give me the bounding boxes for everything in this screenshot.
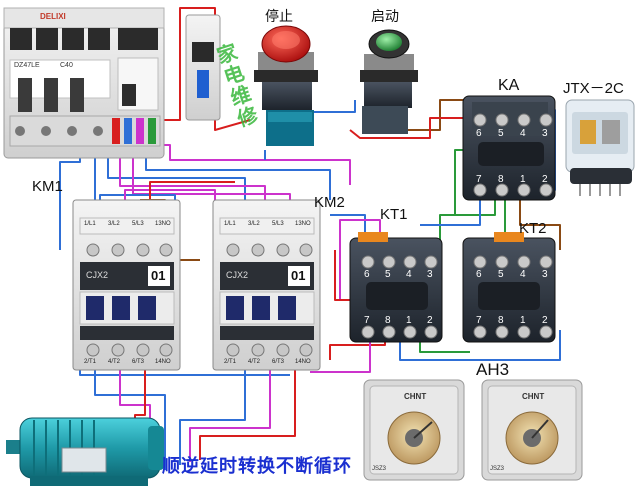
start-button bbox=[360, 29, 418, 134]
jtx-label: JTX－2C bbox=[563, 80, 624, 97]
km2-bottom-terminal: 4/T2 bbox=[248, 359, 261, 365]
ka-pin: 7 bbox=[476, 174, 482, 185]
timer-left bbox=[363, 379, 465, 481]
km2-top-terminal: 5/L3 bbox=[272, 221, 284, 227]
km2-label: KM2 bbox=[314, 194, 345, 211]
km1-badge: 01 bbox=[151, 268, 166, 283]
kt2-pin: 2 bbox=[542, 315, 548, 326]
ka-label: KA bbox=[498, 77, 520, 94]
kt1-pin: 6 bbox=[364, 269, 370, 280]
breaker-model: DZ47LE bbox=[14, 62, 40, 69]
km1-bottom-terminal: 4/T2 bbox=[108, 359, 121, 365]
ka-pin: 1 bbox=[520, 174, 526, 185]
kt2-relay-base bbox=[462, 232, 556, 343]
km1-bottom-terminal: 14NO bbox=[155, 359, 171, 365]
timer-left-brand: CHNT bbox=[404, 392, 427, 401]
km1-top-terminal: 3/L2 bbox=[108, 221, 120, 227]
stop-label: 停止 bbox=[265, 9, 293, 25]
timer-right-brand: CHNT bbox=[522, 392, 545, 401]
circuit-breaker bbox=[3, 7, 165, 159]
ka-pin: 6 bbox=[476, 128, 482, 139]
ka-relay-base bbox=[462, 95, 556, 201]
kt1-pin: 1 bbox=[406, 315, 412, 326]
km1-top-terminal: 1/L1 bbox=[84, 221, 96, 227]
km2-top-terminal: 3/L2 bbox=[248, 221, 260, 227]
kt1-pin: 2 bbox=[427, 315, 433, 326]
ka-pin: 2 bbox=[542, 174, 548, 185]
breaker-rating: C40 bbox=[60, 62, 73, 69]
motor bbox=[6, 417, 164, 486]
ka-pin: 3 bbox=[542, 128, 548, 139]
kt2-pin: 5 bbox=[498, 269, 504, 280]
kt2-pin: 7 bbox=[476, 315, 482, 326]
km2-top-terminal: 1/L1 bbox=[224, 221, 236, 227]
kt2-pin: 3 bbox=[542, 269, 548, 280]
kt1-pin: 5 bbox=[385, 269, 391, 280]
km1-label: KM1 bbox=[32, 178, 63, 195]
km2-bottom-terminal: 6/T3 bbox=[272, 359, 285, 365]
km2-badge: 01 bbox=[291, 268, 306, 283]
km1-bottom-terminal: 6/T3 bbox=[132, 359, 145, 365]
km1-bottom-terminal: 2/T1 bbox=[84, 359, 97, 365]
km2-bottom-terminal: 14NO bbox=[295, 359, 311, 365]
breaker-brand: DELIXI bbox=[40, 12, 66, 21]
ka-pin: 8 bbox=[498, 174, 504, 185]
timer-left-model: JSZ3 bbox=[372, 466, 387, 472]
kt1-relay-base bbox=[349, 232, 443, 343]
km2-top-terminal: 13NO bbox=[295, 221, 311, 227]
kt1-pin: 4 bbox=[406, 269, 412, 280]
timer-right-model: JSZ3 bbox=[490, 466, 505, 472]
jtx-relay bbox=[565, 99, 635, 196]
stop-button bbox=[254, 25, 318, 146]
contactor-km1 bbox=[72, 199, 181, 371]
kt2-label: KT2 bbox=[519, 220, 547, 237]
kt2-pin: 1 bbox=[520, 315, 526, 326]
start-label: 启动 bbox=[371, 9, 399, 25]
km1-top-terminal: 13NO bbox=[155, 221, 171, 227]
fuse-module bbox=[185, 14, 221, 121]
contactor-km2 bbox=[212, 199, 321, 371]
timer-right bbox=[481, 379, 583, 481]
kt2-pin: 8 bbox=[498, 315, 504, 326]
km2-model: CJX2 bbox=[226, 270, 249, 280]
caption: 顺逆延时转换不断循环 bbox=[162, 456, 352, 477]
km2-bottom-terminal: 2/T1 bbox=[224, 359, 237, 365]
kt1-pin: 3 bbox=[427, 269, 433, 280]
kt1-pin: 8 bbox=[385, 315, 391, 326]
ka-pin: 4 bbox=[520, 128, 526, 139]
kt2-pin: 6 bbox=[476, 269, 482, 280]
kt1-label: KT1 bbox=[380, 206, 408, 223]
ka-pin: 5 bbox=[498, 128, 504, 139]
kt1-pin: 7 bbox=[364, 315, 370, 326]
ah3-label: AH3 bbox=[476, 360, 510, 379]
km1-top-terminal: 5/L3 bbox=[132, 221, 144, 227]
km1-model: CJX2 bbox=[86, 270, 109, 280]
kt2-pin: 4 bbox=[520, 269, 526, 280]
